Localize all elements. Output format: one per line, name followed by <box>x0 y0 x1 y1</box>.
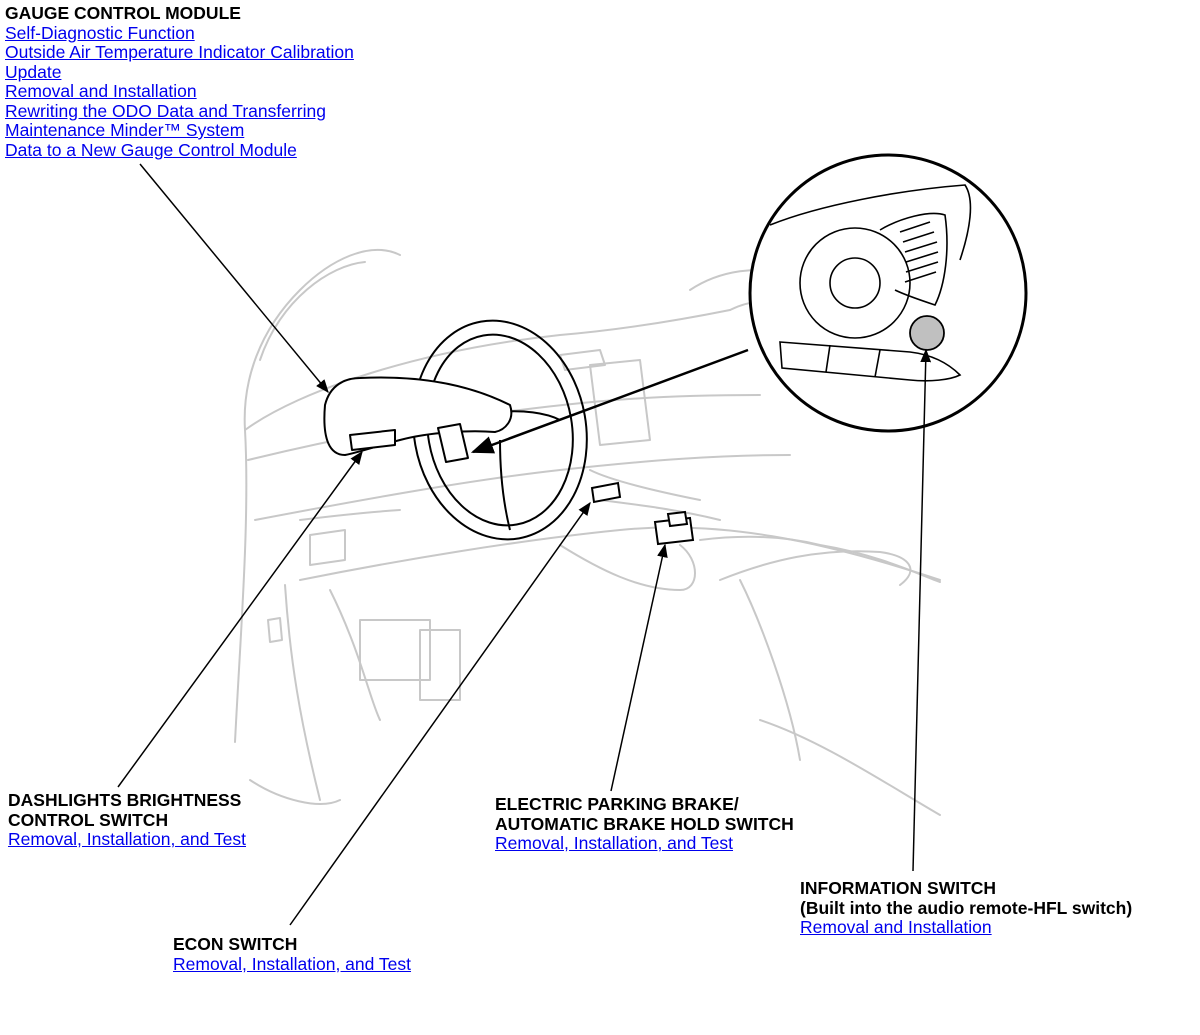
link-parking-brake-removal-installation-test[interactable]: Removal, Installation, and Test <box>495 833 734 853</box>
gauge-control-module-title: GAUGE CONTROL MODULE <box>5 3 241 23</box>
information-switch-title-line1: INFORMATION SWITCH <box>800 878 997 898</box>
gauge-cluster <box>323 376 513 463</box>
link-rewriting-odo-data[interactable]: Rewriting the ODO Data and Transferring <box>5 100 326 121</box>
leader-dashlights-switch <box>117 450 363 788</box>
link-econ-removal-installation-test[interactable]: Removal, Installation, and Test <box>173 953 412 974</box>
dashlights-switch-title-line2: CONTROL SWITCH <box>8 809 169 830</box>
link-data-to-new-gcm[interactable]: Data to a New Gauge Control Module <box>5 139 297 160</box>
parking-brake-title-line2: AUTOMATIC BRAKE HOLD SWITCH <box>495 813 794 834</box>
leader-parking-brake-switch <box>610 543 668 792</box>
leader-lines <box>117 163 932 926</box>
inset-magnifier <box>748 153 1028 433</box>
gauge-control-module-callout: GAUGE CONTROL MODULE Self-Diagnostic Fun… <box>5 3 354 160</box>
link-information-switch-removal-installation[interactable]: Removal and Installation <box>800 917 992 937</box>
link-update[interactable]: Update <box>5 61 62 82</box>
leader-inset-pointer <box>470 348 749 454</box>
information-switch-button <box>909 315 945 351</box>
link-outside-air-temperature-calibration[interactable]: Outside Air Temperature Indicator Calibr… <box>5 42 354 62</box>
steering-wheel <box>412 319 588 541</box>
information-switch-callout: INFORMATION SWITCH (Built into the audio… <box>800 878 1133 938</box>
leader-econ-switch <box>289 501 591 926</box>
link-self-diagnostic-function[interactable]: Self-Diagnostic Function <box>5 22 195 43</box>
link-dashlights-removal-installation-test[interactable]: Removal, Installation, and Test <box>8 829 247 849</box>
econ-switch-callout: ECON SWITCH Removal, Installation, and T… <box>173 934 412 974</box>
parking-brake-switch-shape <box>653 510 695 546</box>
parking-brake-title-line1: ELECTRIC PARKING BRAKE/ <box>495 794 739 814</box>
dashlights-switch-callout: DASHLIGHTS BRIGHTNESS CONTROL SWITCH Rem… <box>8 790 247 850</box>
leader-information-switch <box>912 348 932 872</box>
parking-brake-switch-callout: ELECTRIC PARKING BRAKE/ AUTOMATIC BRAKE … <box>495 794 794 854</box>
leader-gauge-control-module <box>139 163 329 394</box>
econ-switch-shape <box>590 481 622 504</box>
link-gcm-removal-installation[interactable]: Removal and Installation <box>5 81 197 101</box>
link-maintenance-minder-system[interactable]: Maintenance Minder™ System <box>5 120 245 140</box>
information-switch-title-line2: (Built into the audio remote-HFL switch) <box>800 897 1133 918</box>
econ-switch-title: ECON SWITCH <box>173 934 298 954</box>
dashlights-switch-title-line1: DASHLIGHTS BRIGHTNESS <box>8 790 242 810</box>
